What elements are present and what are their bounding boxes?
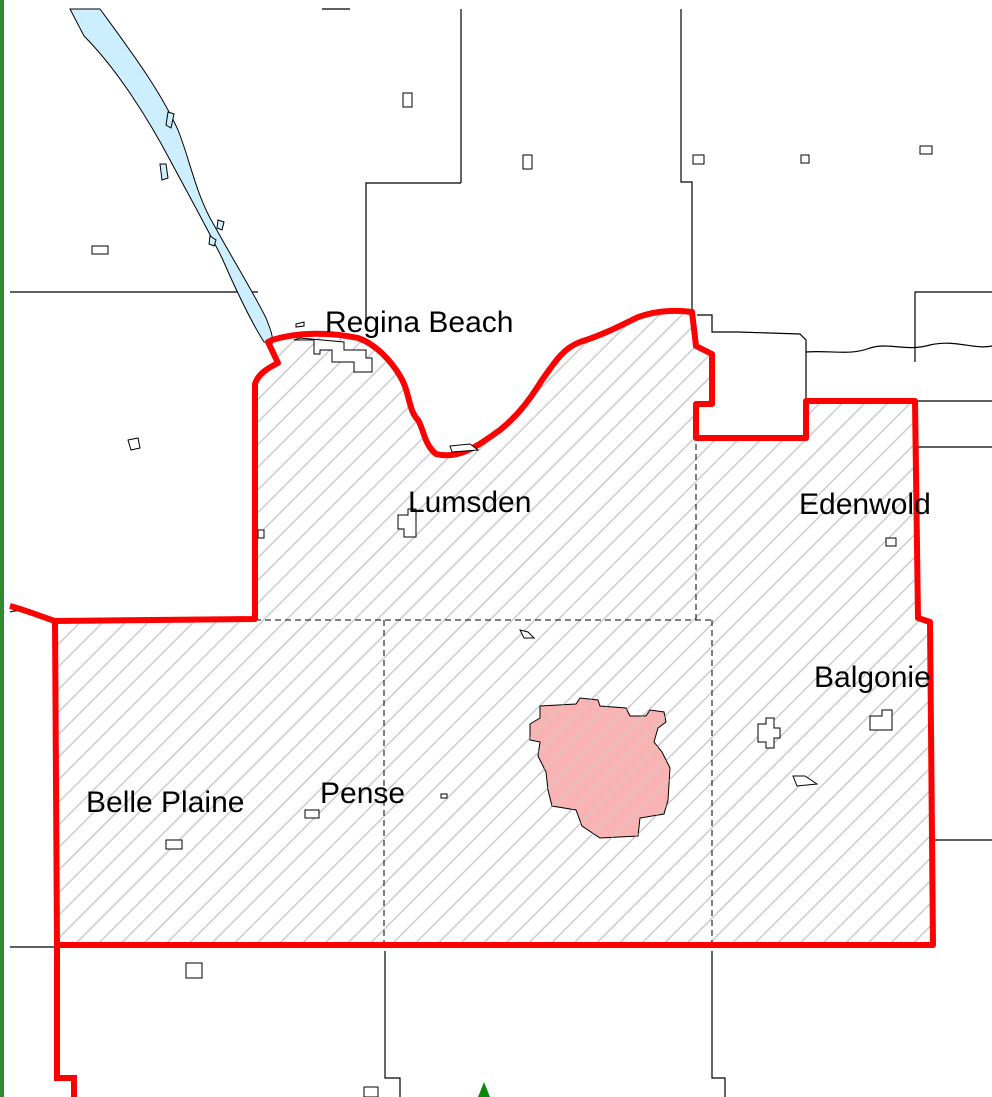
lake-water [69,8,273,345]
boundary-left-extension [9,603,56,624]
study-area-boundary [52,307,936,948]
lake-islet-4 [208,235,217,247]
label-pense: Pense [320,777,405,810]
left-frame-edge [0,0,4,1097]
lake-islet-2 [159,163,169,181]
label-edenwold: Edenwold [799,488,931,521]
label-balgonie: Balgonie [814,661,931,694]
lake-islet-1 [165,111,175,129]
urban-area-hatch [530,698,670,838]
label-belle-plaine: Belle Plaine [86,786,244,819]
boundary-south-extension [54,945,77,1097]
study-area-hatch [55,310,933,945]
label-regina-beach: Regina Beach [325,306,513,339]
lake-islet-3 [216,219,225,231]
label-lumsden: Lumsden [408,486,531,519]
small-features [91,92,933,1097]
north-arrow-icon [478,1082,490,1097]
